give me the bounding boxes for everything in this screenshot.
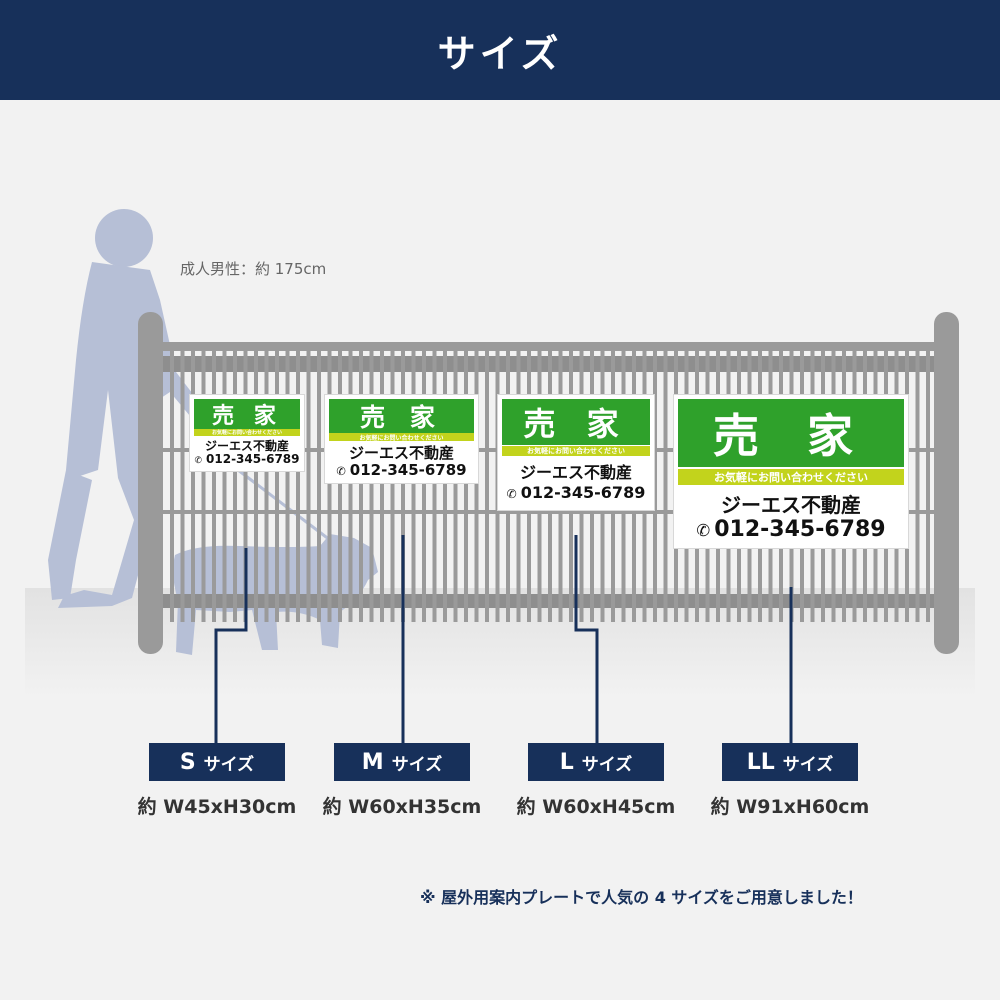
size-suffix: サイズ <box>581 754 633 775</box>
sign-phone-row: ✆012-345-6789 <box>498 483 654 502</box>
sign-tagline: お気軽にお問い合わせください <box>678 469 904 485</box>
sign-title: 売 家 <box>502 399 650 445</box>
size-code: LL <box>746 749 775 775</box>
page-title: サイズ <box>437 31 563 76</box>
sign-company: ジーエス不動産 <box>348 444 454 462</box>
sign-company: ジーエス不動産 <box>204 439 289 453</box>
phone-icon: ✆ <box>194 456 203 466</box>
size-tag-s: S サイズ <box>149 743 285 781</box>
size-tag-ll: LL サイズ <box>722 743 858 781</box>
size-code: S <box>179 749 196 775</box>
sign-s: 売 家 お気軽にお問い合わせください ジーエス不動産 ✆012-345-6789 <box>189 394 305 472</box>
sign-phone: 012-345-6789 <box>520 483 646 502</box>
size-suffix: サイズ <box>391 754 443 775</box>
sign-l: 売 家 お気軽にお問い合わせください ジーエス不動産 ✆012-345-6789 <box>497 394 655 511</box>
sign-m: 売 家 お気軽にお問い合わせください ジーエス不動産 ✆012-345-6789 <box>324 394 479 484</box>
size-dims-l: 約 W60xH45cm <box>516 796 676 818</box>
size-suffix: サイズ <box>782 754 834 775</box>
size-tag-l: L サイズ <box>528 743 664 781</box>
size-dims-s: 約 W45xH30cm <box>137 796 297 818</box>
size-suffix: サイズ <box>203 754 255 775</box>
sign-tagline: お気軽にお問い合わせください <box>194 429 300 436</box>
sign-tagline: お気軽にお問い合わせください <box>329 433 474 441</box>
size-dims-m: 約 W60xH35cm <box>322 796 482 818</box>
phone-icon: ✆ <box>696 521 711 540</box>
phone-icon: ✆ <box>506 487 517 501</box>
sign-phone: 012-345-6789 <box>349 461 467 479</box>
sign-tagline: お気軽にお問い合わせください <box>502 446 650 456</box>
sign-phone-row: ✆012-345-6789 <box>674 517 908 542</box>
sign-company: ジーエス不動産 <box>721 493 861 517</box>
footer-note: ※ 屋外用案内プレートで人気の 4 サイズをご用意しました！ <box>420 888 863 907</box>
sign-phone-row: ✆012-345-6789 <box>190 452 304 466</box>
size-code: M <box>361 749 384 775</box>
height-label: 成人男性：約 175cm <box>180 260 327 278</box>
sign-title: 売 家 <box>329 399 474 433</box>
sign-phone: 012-345-6789 <box>206 452 300 466</box>
size-tag-m: M サイズ <box>334 743 470 781</box>
sign-phone: 012-345-6789 <box>714 517 886 542</box>
page-header: サイズ <box>0 0 1000 100</box>
leader-lines <box>214 535 793 743</box>
size-dims-ll: 約 W91xH60cm <box>710 796 870 818</box>
sign-company: ジーエス不動産 <box>519 463 632 482</box>
size-code: L <box>559 749 574 775</box>
sign-title: 売 家 <box>194 399 300 429</box>
sign-phone-row: ✆012-345-6789 <box>325 461 478 479</box>
sign-title: 売 家 <box>678 399 904 467</box>
phone-icon: ✆ <box>336 465 346 478</box>
sign-ll: 売 家 お気軽にお問い合わせください ジーエス不動産 ✆012-345-6789 <box>673 394 909 549</box>
